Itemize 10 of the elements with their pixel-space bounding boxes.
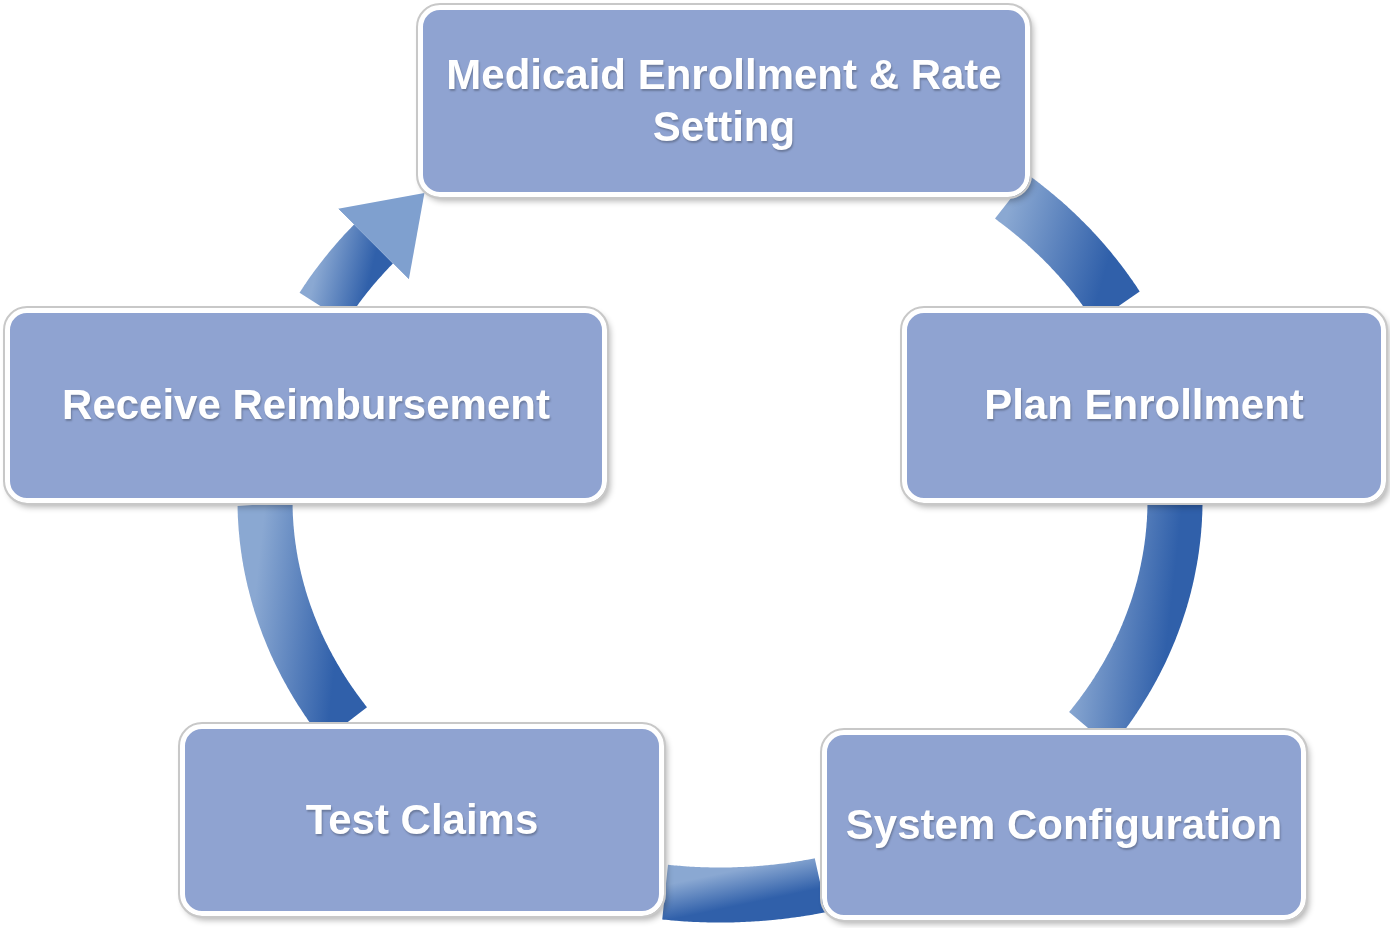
process-box [5, 308, 607, 503]
step-label: Plan Enrollment [984, 380, 1304, 431]
step-label: Receive Reimbursement [62, 380, 550, 431]
process-box [180, 724, 664, 916]
step-label: Medicaid Enrollment & Rate Setting [445, 49, 1003, 152]
step-label: Test Claims [305, 794, 539, 845]
process-box [418, 5, 1030, 197]
process-box [902, 308, 1386, 503]
process-box [822, 730, 1306, 920]
step-label: System Configuration [845, 799, 1283, 850]
